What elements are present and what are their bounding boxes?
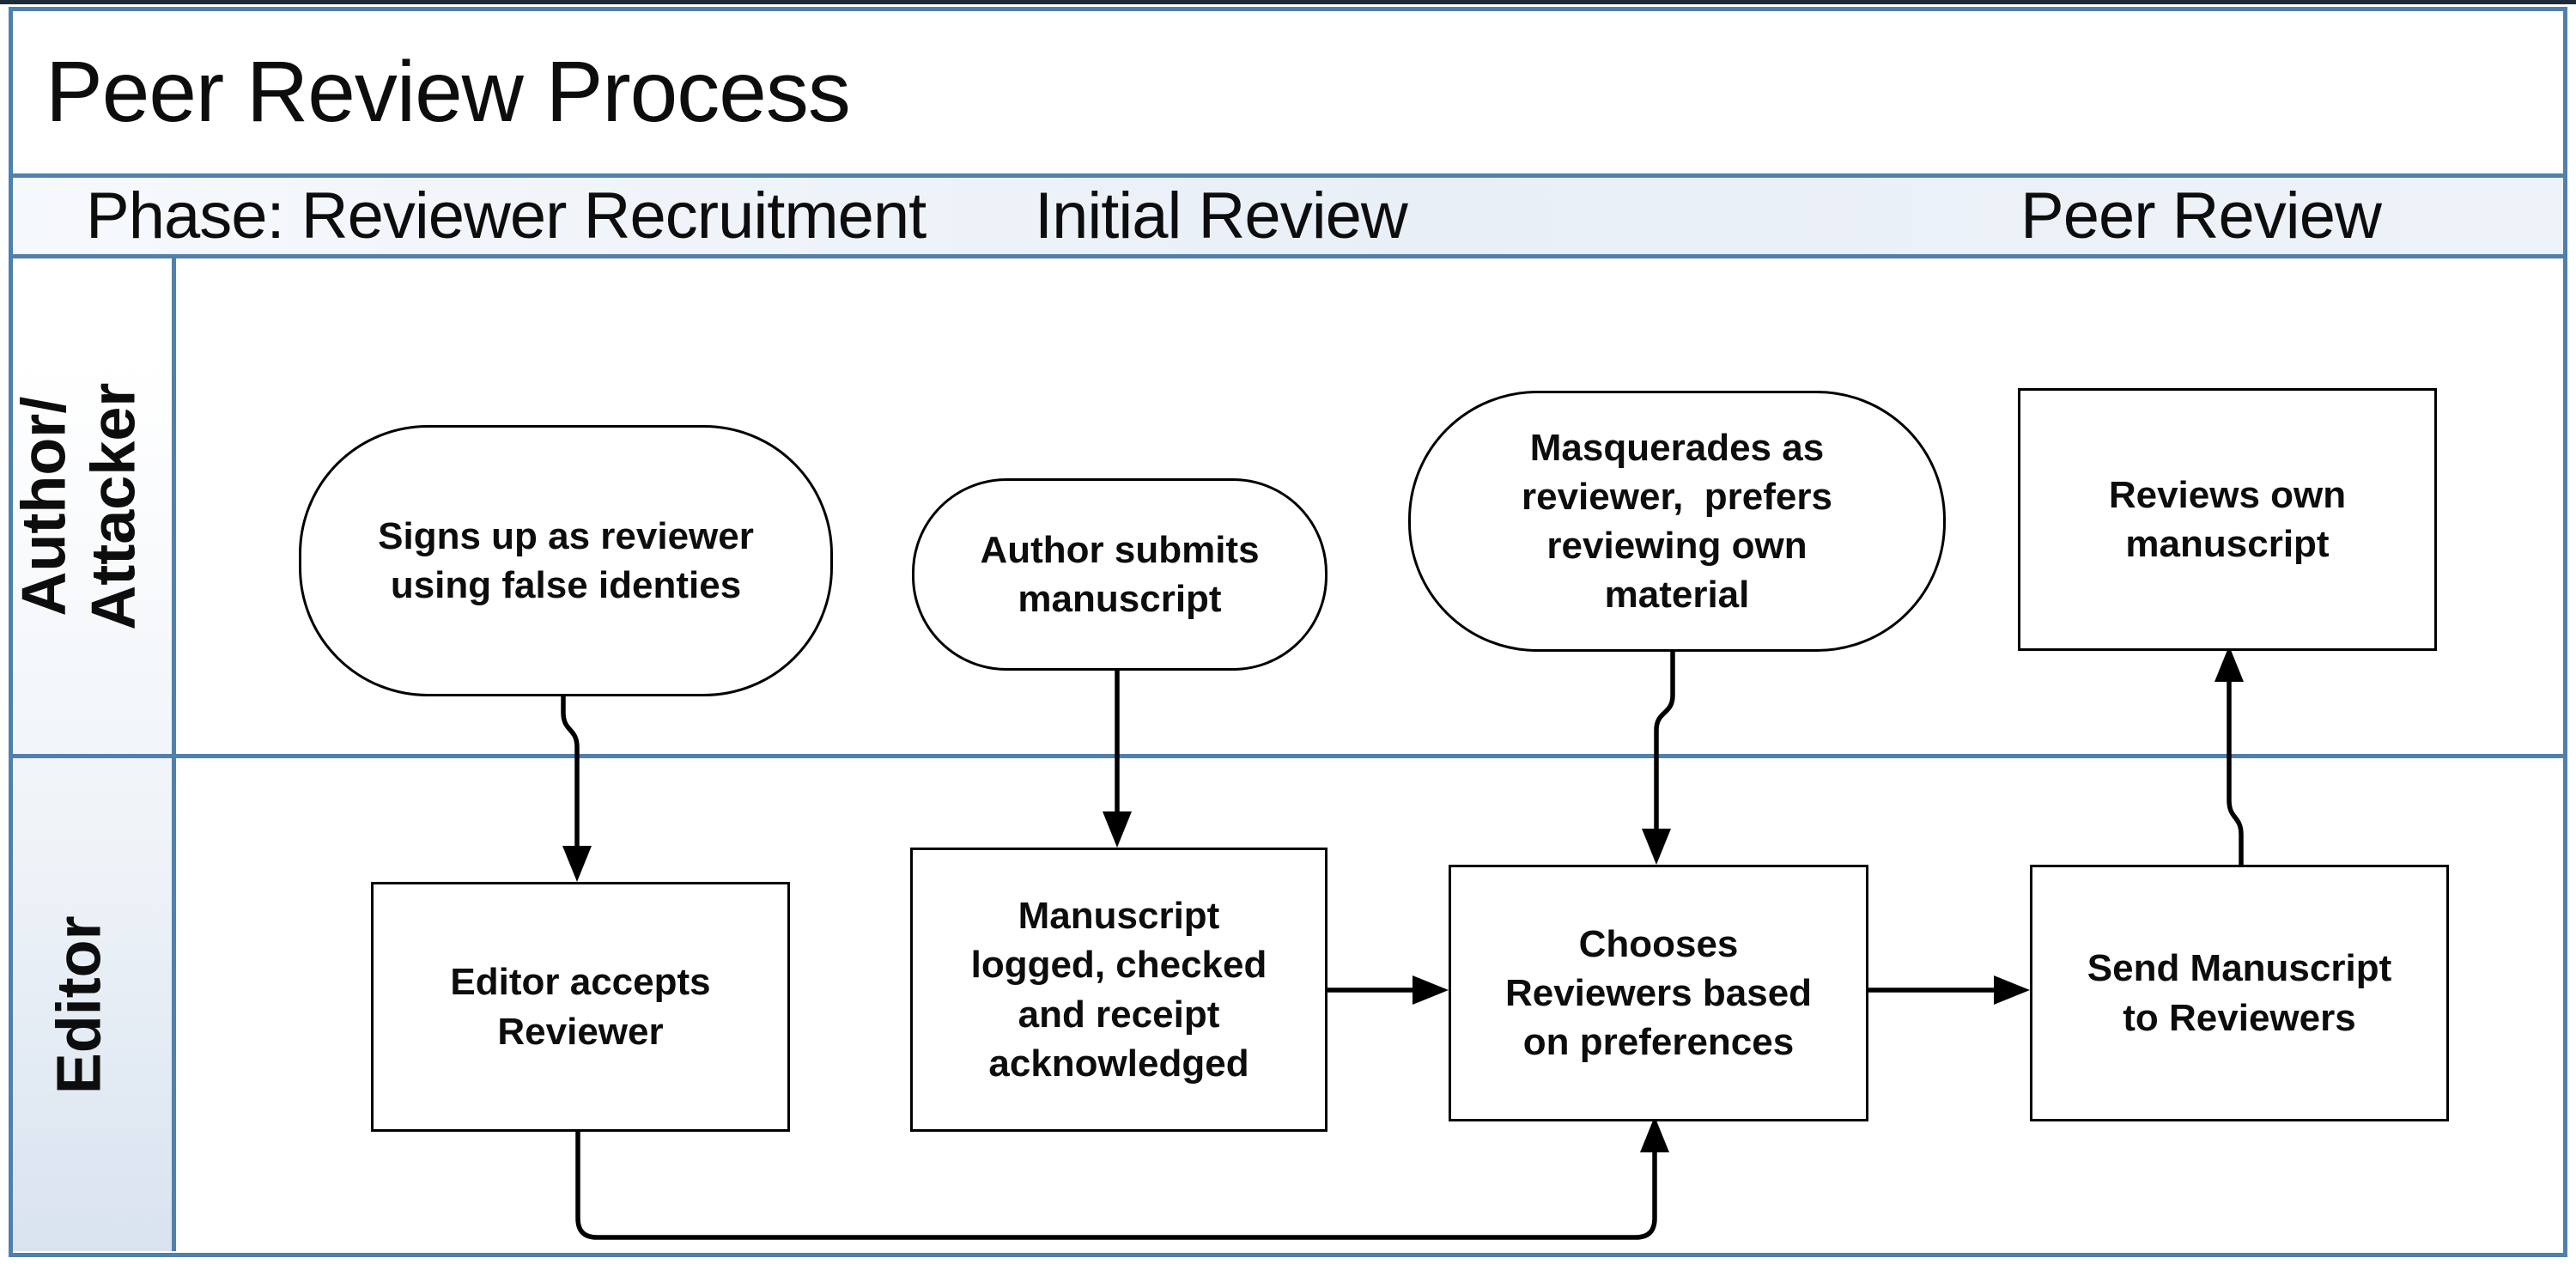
phase-band: Phase: Reviewer Recruitment Initial Revi… xyxy=(13,178,2563,254)
node-masquerades-as-reviewer: Masquerades as reviewer, prefers reviewi… xyxy=(1408,391,1946,652)
title-band: Peer Review Process xyxy=(13,11,2563,173)
phase-label-initial-review: Initial Review xyxy=(1035,179,1408,252)
phase-label-reviewer-recruitment: Phase: Reviewer Recruitment xyxy=(86,179,927,252)
node-author-submits-manuscript: Author submits manuscript xyxy=(912,478,1327,671)
label-column-divider-line xyxy=(172,258,176,1251)
phase-label-peer-review: Peer Review xyxy=(2020,179,2382,252)
title-divider-line xyxy=(9,173,2567,178)
page-top-edge xyxy=(0,0,2576,4)
node-signs-up-as-reviewer: Signs up as reviewer using false identie… xyxy=(299,425,833,696)
phase-divider-line xyxy=(9,254,2567,258)
node-reviews-own-manuscript: Reviews own manuscript xyxy=(2018,388,2437,651)
lane-label-editor: Editor xyxy=(45,915,114,1094)
diagram-frame xyxy=(9,7,2567,1257)
node-chooses-reviewers: Chooses Reviewers based on preferences xyxy=(1449,865,1868,1121)
lane-label-author-attacker: Author/ Attacker xyxy=(9,382,149,630)
node-manuscript-logged: Manuscript logged, checked and receipt a… xyxy=(910,848,1327,1132)
diagram-title: Peer Review Process xyxy=(46,44,851,140)
lane-divider-line xyxy=(9,754,2567,758)
node-send-manuscript-to-reviewers: Send Manuscript to Reviewers xyxy=(2030,865,2449,1121)
node-editor-accepts-reviewer: Editor accepts Reviewer xyxy=(371,882,790,1132)
